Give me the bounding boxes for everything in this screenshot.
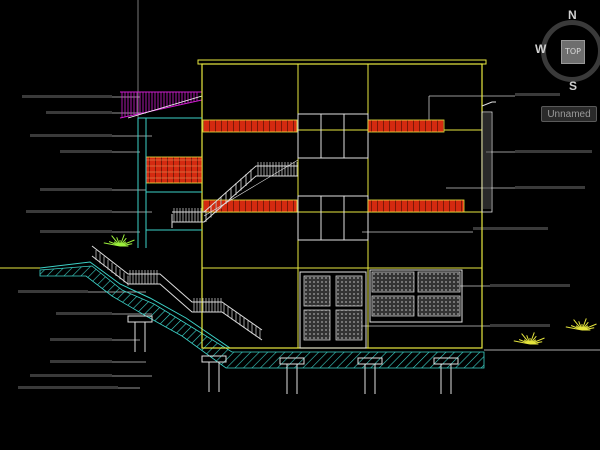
compass-north-label[interactable]: N bbox=[568, 8, 577, 22]
note-text-block bbox=[30, 374, 112, 377]
pile-foundations bbox=[127, 315, 459, 394]
pile-cap bbox=[433, 357, 459, 365]
note-text-block bbox=[515, 93, 560, 96]
mesh-panel bbox=[417, 271, 461, 293]
exterior-staircase bbox=[91, 159, 299, 341]
diagonal-brace bbox=[203, 159, 299, 217]
note-text-block bbox=[60, 150, 112, 153]
pile-cap bbox=[127, 315, 153, 323]
compass-ring[interactable] bbox=[541, 20, 600, 82]
pile-cap bbox=[201, 355, 227, 363]
lower-stair-rail bbox=[91, 245, 263, 331]
note-text-block bbox=[18, 386, 118, 389]
vegetation bbox=[103, 234, 597, 345]
mesh-panel bbox=[417, 295, 461, 317]
note-text-block bbox=[30, 134, 112, 137]
ground-line bbox=[0, 261, 482, 349]
note-text-block bbox=[22, 95, 112, 98]
shrub bbox=[103, 234, 135, 247]
side-tank bbox=[481, 111, 493, 213]
lower-stair-stringer bbox=[91, 255, 263, 341]
roof-parapet bbox=[197, 59, 487, 65]
note-text-block bbox=[515, 186, 585, 189]
brick-band bbox=[367, 199, 465, 213]
door-frame bbox=[299, 271, 367, 349]
brick-band bbox=[202, 199, 298, 213]
viewcube[interactable]: TOP N W S bbox=[535, 8, 600, 93]
soil-hatch bbox=[39, 265, 485, 369]
upper-stair-rail bbox=[172, 165, 298, 213]
note-text-block bbox=[515, 150, 592, 153]
annotation-text-blocks bbox=[18, 93, 592, 389]
mesh-panel bbox=[303, 275, 331, 307]
note-text-block bbox=[40, 188, 112, 191]
brick-band bbox=[145, 156, 203, 184]
note-text-block bbox=[46, 111, 112, 114]
mesh-panel bbox=[303, 309, 331, 341]
note-text-block bbox=[40, 230, 112, 233]
ucs-menu-button[interactable]: Unnamed bbox=[541, 106, 597, 122]
note-text-block bbox=[56, 312, 112, 315]
grille-frame bbox=[369, 269, 463, 323]
pile-cap bbox=[357, 357, 383, 365]
mesh-panel bbox=[371, 271, 415, 293]
upper-stair-stringer bbox=[172, 175, 298, 223]
mesh-panel bbox=[335, 275, 363, 307]
window-frame bbox=[297, 113, 369, 159]
viewcube-top-face[interactable]: TOP bbox=[561, 40, 585, 64]
compass-south-label[interactable]: S bbox=[569, 79, 578, 93]
compass-west-label[interactable]: W bbox=[535, 42, 547, 56]
note-text-block bbox=[490, 284, 570, 287]
brick-band bbox=[367, 119, 445, 133]
roof-edge bbox=[127, 95, 203, 119]
note-text-block bbox=[490, 324, 550, 327]
note-text-block bbox=[473, 227, 548, 230]
brick-band bbox=[202, 119, 298, 133]
note-text-block bbox=[26, 210, 112, 213]
note-text-block bbox=[50, 338, 112, 341]
note-text-block bbox=[18, 290, 88, 293]
annotation-leaders bbox=[88, 0, 515, 389]
building-elevation bbox=[119, 59, 496, 349]
mesh-panel bbox=[335, 309, 363, 341]
pile-cap bbox=[279, 357, 305, 365]
window-frame bbox=[297, 195, 369, 241]
note-text-block bbox=[50, 360, 112, 363]
shrub bbox=[513, 332, 545, 345]
downpipe-cap bbox=[481, 101, 496, 107]
shrub bbox=[565, 318, 597, 331]
mesh-panel bbox=[371, 295, 415, 317]
